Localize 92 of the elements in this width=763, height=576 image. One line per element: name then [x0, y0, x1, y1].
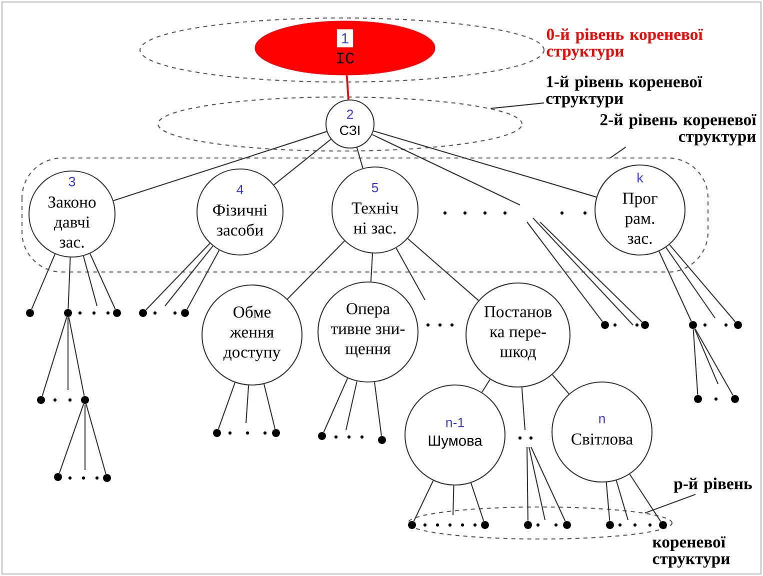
leader-line — [610, 146, 626, 158]
circle-node: Постанов ка пере- шкод — [465, 282, 571, 388]
connector-line — [372, 134, 520, 206]
leaf-dot — [606, 521, 614, 529]
connector-line — [452, 486, 454, 516]
leaf-dot — [318, 432, 326, 440]
level-label: 1-й рівень кореневої структури — [546, 76, 702, 108]
leaf-dot — [81, 396, 89, 404]
leaf-dot — [563, 521, 571, 529]
connector-line — [356, 147, 364, 168]
circle-node: k Прог рам. зас. — [594, 164, 686, 256]
leaf-dot — [731, 395, 739, 403]
circle-node: n Світлова — [551, 381, 653, 483]
leaf-dot — [641, 321, 649, 329]
connector-line — [370, 253, 374, 282]
connector-line — [396, 248, 426, 300]
circle-node: 5 Техніч ні зас. — [331, 166, 419, 254]
connector-line — [669, 244, 736, 322]
circle-node: 4 Фізичні засоби — [196, 168, 284, 256]
level-ellipse — [157, 96, 523, 152]
leaf-dot — [659, 521, 667, 529]
connector-line — [31, 254, 56, 310]
leaf-dot — [213, 429, 221, 437]
connector-line — [694, 328, 734, 396]
connector-line — [526, 447, 528, 521]
level-label: 0-й рівень кореневої структури — [546, 28, 703, 60]
connector-line — [264, 384, 276, 429]
connector-line — [67, 317, 69, 390]
connector-line — [629, 474, 662, 522]
level-label: р-й рівень — [674, 478, 752, 493]
circle-node: 2 СЗІ — [325, 99, 375, 149]
leader-line — [490, 102, 544, 109]
leaf-dot — [524, 521, 532, 529]
connector-line — [526, 222, 603, 322]
connector-line — [606, 482, 610, 521]
leaf-dot — [181, 309, 189, 317]
leaf-dot — [272, 429, 280, 437]
circle-node: n-1 Шумова — [404, 384, 506, 486]
connector-line — [274, 138, 332, 186]
connector-line — [113, 131, 327, 202]
leaf-dot — [408, 521, 416, 529]
leaf-dot — [64, 309, 72, 317]
level-label: кореневої структури — [652, 536, 730, 568]
leaf-dot — [601, 321, 609, 329]
leaf-dot — [26, 309, 34, 317]
connector-line — [245, 385, 250, 424]
leaf-dot — [37, 396, 45, 404]
connector-line — [346, 75, 350, 100]
connector-line — [521, 387, 526, 430]
leaf-dot — [481, 521, 489, 529]
connector-line — [218, 382, 236, 430]
level-label: 2-й рівень кореневої структури — [600, 114, 756, 146]
connector-line — [146, 243, 210, 310]
connector-line — [287, 240, 345, 300]
connector-line — [346, 381, 358, 430]
connector-line — [164, 246, 214, 306]
connector-line — [82, 256, 98, 306]
connector-line — [186, 250, 220, 310]
connector-line — [407, 238, 479, 301]
leaf-dot — [378, 436, 386, 444]
connector-line — [413, 480, 434, 522]
leaf-dot — [139, 309, 147, 317]
connector-line — [552, 374, 570, 394]
leaf-dot — [113, 309, 121, 317]
connector-line — [481, 379, 490, 393]
connector-line — [666, 247, 716, 318]
circle-node: Обме ження доступу — [201, 284, 303, 386]
connector-line — [86, 404, 106, 474]
connector-line — [68, 257, 71, 309]
leaf-dot — [734, 321, 742, 329]
connector-line — [42, 316, 68, 396]
connector-line — [68, 317, 85, 396]
circle-node: Опера тивне зни- щення — [317, 281, 419, 383]
leaf-dot — [103, 474, 111, 482]
connector-line — [658, 251, 692, 322]
connector-line — [470, 482, 484, 522]
connector-line — [58, 404, 84, 474]
leaf-dot — [689, 321, 697, 329]
connector-line — [374, 382, 382, 436]
connector-line — [540, 222, 642, 322]
connector-line — [84, 404, 86, 470]
leader-line — [644, 494, 696, 514]
connector-line — [694, 328, 718, 384]
leaf-dot — [54, 473, 62, 481]
leaf-dot — [694, 395, 702, 403]
connector-line — [530, 446, 566, 522]
circle-node: 3 Законо давчі зас. — [28, 170, 116, 258]
connector-line — [373, 130, 597, 198]
connector-line — [323, 378, 348, 432]
connector-line — [616, 480, 629, 520]
connector-line — [90, 253, 116, 310]
connector-line — [692, 329, 698, 395]
